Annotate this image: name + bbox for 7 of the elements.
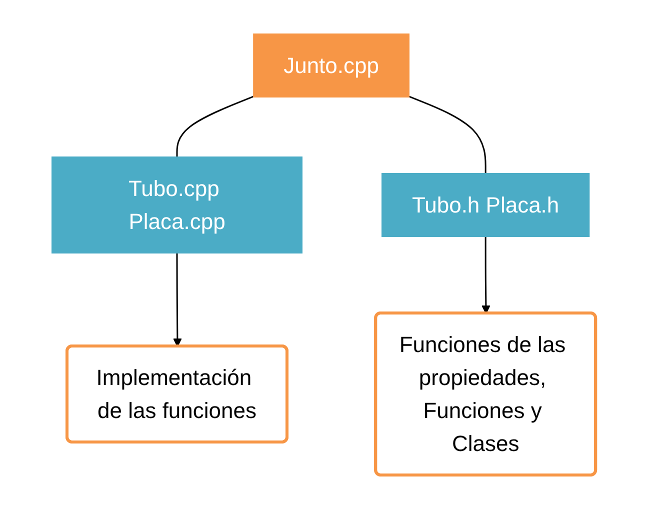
connector	[408, 95, 486, 173]
arrow	[481, 236, 490, 314]
arrow	[172, 252, 182, 346]
node-box: Tubo.cpp Placa.cpp	[51, 156, 302, 253]
node-box: Tubo.h Placa.h	[381, 172, 590, 236]
node-box: Junto.cpp	[252, 33, 410, 97]
connector	[176, 95, 254, 156]
